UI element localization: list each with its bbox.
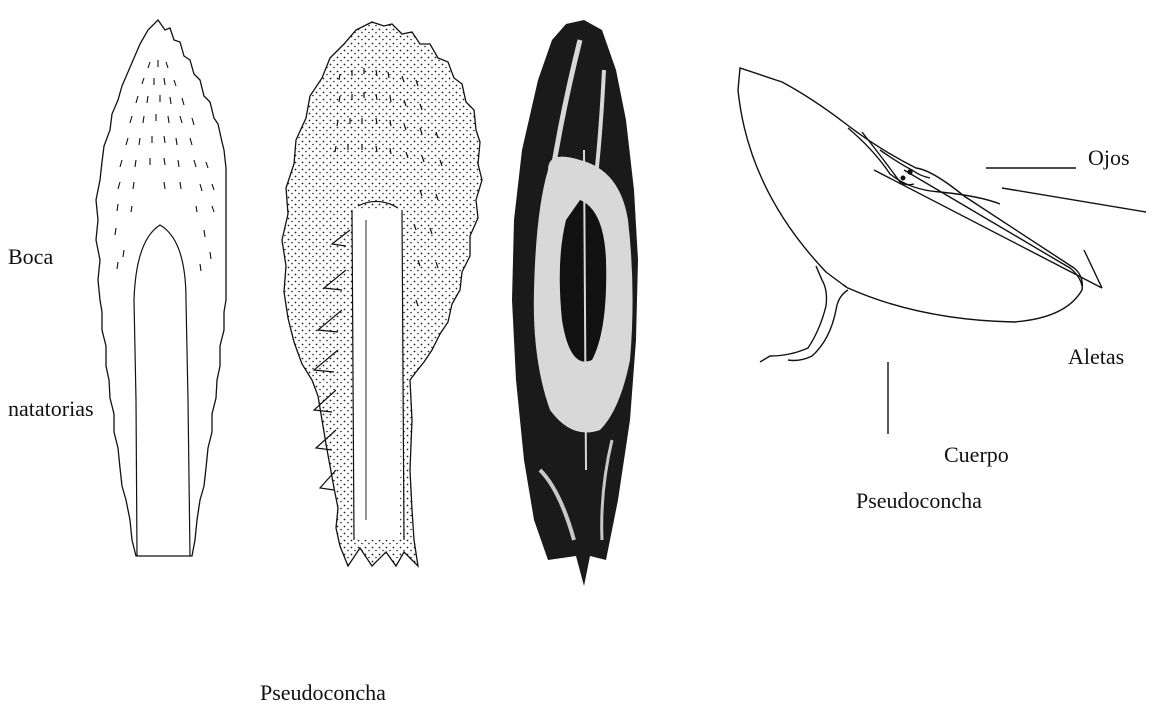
label-boca: Boca	[8, 246, 53, 268]
label-pseudoconcha-right: Pseudoconcha	[856, 490, 982, 512]
pseudoconch-photograph	[512, 20, 638, 586]
pseudoconch-outline-drawing	[96, 20, 226, 556]
pteropod-side-view-drawing	[738, 68, 1146, 434]
label-natatorias: natatorias	[8, 398, 94, 420]
label-cuerpo: Cuerpo	[944, 444, 1009, 466]
pseudoconch-stippled-drawing	[282, 22, 482, 566]
label-aletas: Aletas	[1068, 346, 1124, 368]
label-pseudoconcha-bottom: Pseudoconcha	[260, 682, 386, 704]
label-ojos: Ojos	[1088, 147, 1130, 169]
